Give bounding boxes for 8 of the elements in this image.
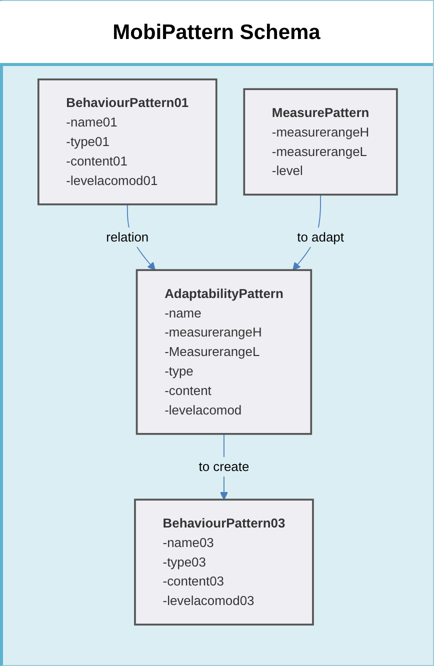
edge-label: relation bbox=[106, 229, 149, 244]
node-box: BehaviourPattern03 -name03 -type03 -content03 -levelacomod03 bbox=[134, 498, 314, 626]
edge-label: to adapt bbox=[297, 229, 344, 244]
diagram-title: MobiPattern Schema bbox=[0, 1, 433, 66]
node-box: MeasurePattern -measurerangeH -measurerangeL -level bbox=[244, 88, 398, 196]
node-box: AdaptabilityPattern -name -measurerangeH -MeasurerangeL -type -content -levelacomod bbox=[136, 269, 312, 435]
node-box: BehaviourPattern01 -name01 -type01 -content01 -levelacomod01 bbox=[38, 78, 218, 206]
edge-label: to create bbox=[199, 458, 250, 474]
